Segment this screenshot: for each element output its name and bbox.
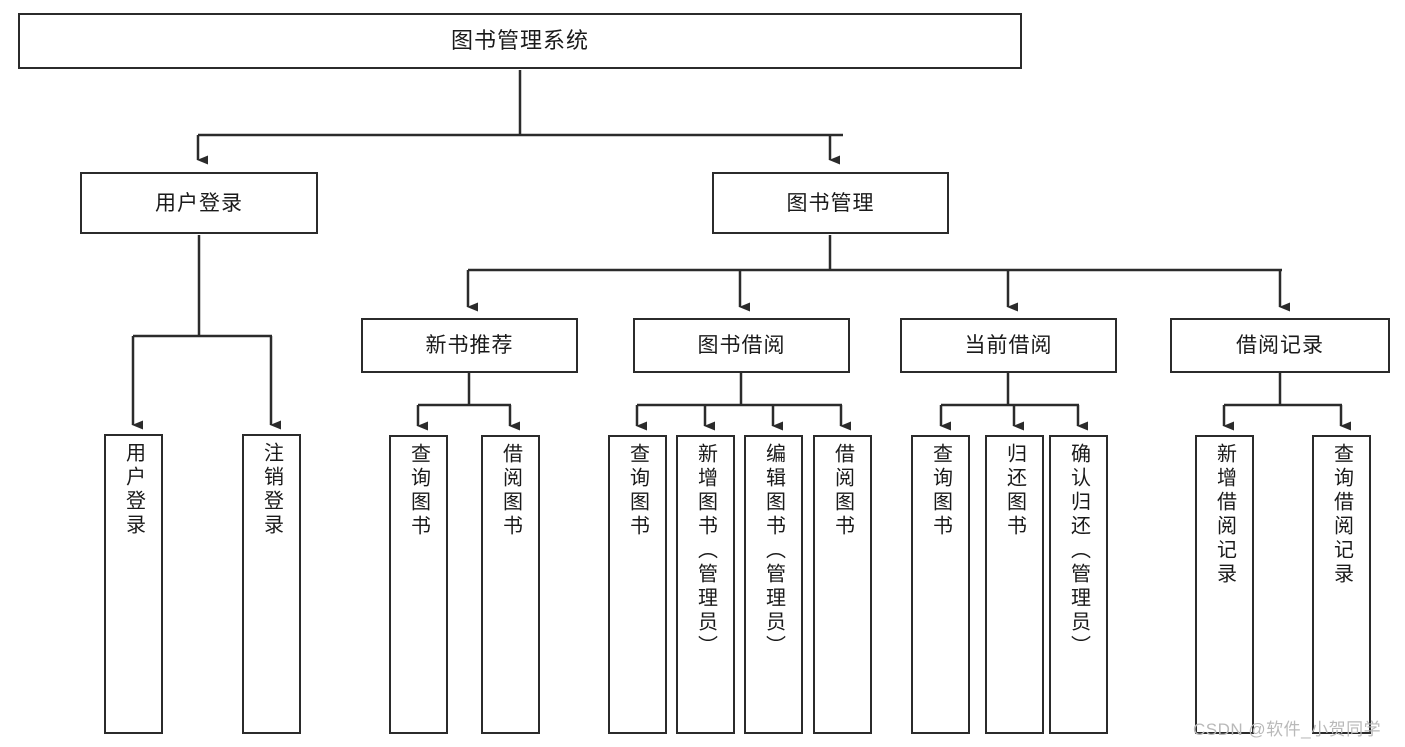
node-root[interactable]: 图书管理系统 [18, 13, 1022, 69]
leaf-new-book-2[interactable]: 借阅图书 [481, 435, 540, 734]
leaf-book-borrow-3[interactable]: 编辑图书（管理员） [744, 435, 803, 734]
leaf-current-borrow-3[interactable]: 确认归还（管理员） [1049, 435, 1108, 734]
node-book-management[interactable]: 图书管理 [712, 172, 949, 234]
leaf-user-login-1[interactable]: 用户登录 [104, 434, 163, 734]
leaf-borrow-record-2[interactable]: 查询借阅记录 [1312, 435, 1371, 734]
leaf-current-borrow-1-label: 查询图书 [929, 443, 952, 539]
node-current-borrow[interactable]: 当前借阅 [900, 318, 1117, 373]
leaf-book-borrow-4-label: 借阅图书 [831, 443, 854, 539]
leaf-book-borrow-3-label: 编辑图书（管理员） [762, 443, 785, 659]
node-user-login[interactable]: 用户登录 [80, 172, 318, 234]
leaf-current-borrow-2-label: 归还图书 [1003, 443, 1026, 539]
leaf-borrow-record-1-label: 新增借阅记录 [1213, 443, 1236, 587]
leaf-book-borrow-2-label: 新增图书（管理员） [694, 443, 717, 659]
leaf-borrow-record-2-label: 查询借阅记录 [1330, 443, 1353, 587]
leaf-current-borrow-2[interactable]: 归还图书 [985, 435, 1044, 734]
leaf-book-borrow-1-label: 查询图书 [626, 443, 649, 539]
leaf-book-borrow-1[interactable]: 查询图书 [608, 435, 667, 734]
node-borrow-record-label: 借阅记录 [1236, 334, 1324, 357]
leaf-user-login-1-label: 用户登录 [122, 442, 145, 538]
node-root-label: 图书管理系统 [450, 28, 589, 53]
node-borrow-record[interactable]: 借阅记录 [1170, 318, 1390, 373]
leaf-book-borrow-2[interactable]: 新增图书（管理员） [676, 435, 735, 734]
node-book-borrow[interactable]: 图书借阅 [633, 318, 850, 373]
node-book-borrow-label: 图书借阅 [697, 334, 786, 357]
node-new-book-recommend[interactable]: 新书推荐 [361, 318, 578, 373]
leaf-user-login-2[interactable]: 注销登录 [242, 434, 301, 734]
node-book-management-label: 图书管理 [786, 191, 875, 215]
node-current-borrow-label: 当前借阅 [964, 334, 1053, 357]
leaf-user-login-2-label: 注销登录 [260, 442, 283, 538]
node-user-login-label: 用户登录 [155, 191, 243, 215]
leaf-borrow-record-1[interactable]: 新增借阅记录 [1195, 435, 1254, 734]
leaf-current-borrow-3-label: 确认归还（管理员） [1067, 443, 1090, 659]
leaf-new-book-1[interactable]: 查询图书 [389, 435, 448, 734]
leaf-new-book-1-label: 查询图书 [407, 443, 430, 539]
leaf-new-book-2-label: 借阅图书 [499, 443, 522, 539]
leaf-current-borrow-1[interactable]: 查询图书 [911, 435, 970, 734]
leaf-book-borrow-4[interactable]: 借阅图书 [813, 435, 872, 734]
node-new-book-recommend-label: 新书推荐 [425, 334, 514, 357]
